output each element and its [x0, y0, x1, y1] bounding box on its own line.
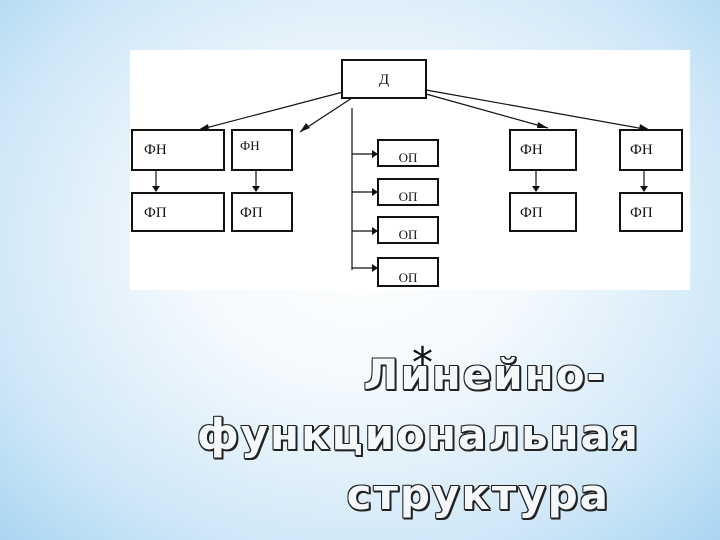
node-center-2: [377, 178, 439, 206]
node-right-worker-2-label: ФП: [630, 205, 653, 221]
node-right-boss-1-label: ФН: [520, 142, 543, 158]
node-center-1: [377, 139, 439, 167]
arrow-right-1: [532, 186, 540, 192]
node-left-boss-2: [231, 129, 293, 171]
node-left-worker-1-label: ФП: [144, 205, 167, 221]
node-right-boss-1: [509, 129, 577, 171]
node-left-boss-1-label: ФН: [144, 142, 167, 158]
node-center-4: [377, 257, 439, 287]
node-center-1-label: ОП: [399, 150, 418, 165]
arrow-left-2: [252, 186, 260, 192]
node-left-boss-1: [131, 129, 225, 171]
node-center-3-label: ОП: [399, 227, 418, 242]
title-line-3: структура: [346, 470, 610, 519]
node-center-3: [377, 216, 439, 244]
org-structure-diagram: Д ФН ФП ФН ФП: [130, 50, 690, 290]
center-connectors: [352, 153, 372, 269]
node-left-worker-2: [231, 192, 293, 232]
center-arrowheads: [372, 150, 378, 272]
node-right-worker-2: [619, 192, 683, 232]
node-right-worker-1: [509, 192, 577, 232]
arrowheads-top: [198, 122, 650, 132]
diagram-canvas: Д ФН ФП ФН ФП: [130, 50, 690, 290]
arrow-left-1: [152, 186, 160, 192]
arrow-right-2: [640, 186, 648, 192]
node-center-2-label: ОП: [399, 189, 418, 204]
node-center-4-label: ОП: [399, 270, 418, 285]
node-right-boss-2: [619, 129, 683, 171]
node-left-worker-1: [131, 192, 225, 232]
node-right-worker-1-label: ФП: [520, 205, 543, 221]
slide-title: * Линейно- функциональная структура: [197, 338, 680, 530]
title-line-1: Линейно-: [363, 350, 606, 399]
node-right-boss-2-label: ФН: [630, 142, 653, 158]
node-left-boss-2-label: ФН: [240, 138, 260, 153]
title-bullet: *: [412, 338, 433, 387]
node-left-worker-2-label: ФП: [240, 205, 263, 221]
title-line-2: функциональная: [197, 410, 640, 459]
node-director: [341, 59, 427, 99]
arrows-top: [197, 89, 651, 133]
node-director-label: Д: [379, 72, 389, 88]
